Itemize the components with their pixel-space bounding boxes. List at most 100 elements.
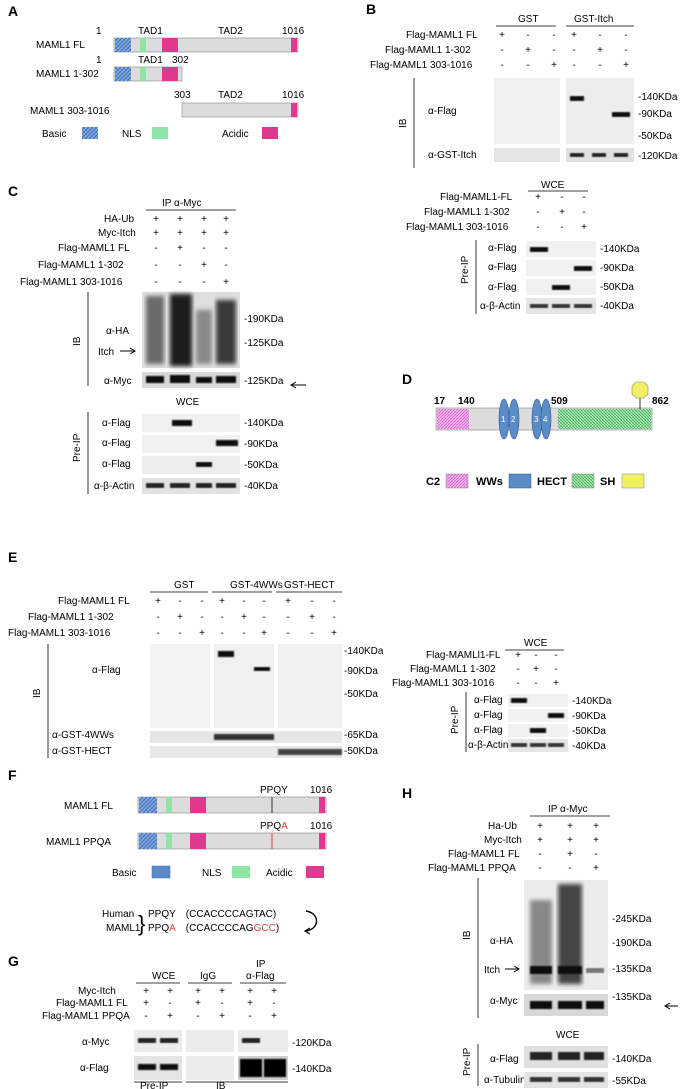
h-sign-r2-c1: + — [537, 835, 543, 846]
h-ab-itch: Itch — [484, 965, 500, 976]
c-marker-125b: -125KDa — [244, 376, 284, 387]
c-blot-myc — [142, 372, 240, 388]
b-sign-r1-c4: + — [571, 30, 577, 41]
b-sign-r3-c3: + — [551, 60, 557, 71]
b-sign-r3-c6: + — [623, 60, 629, 71]
h-smear-1 — [530, 900, 552, 984]
g-sign-r2-c5: + — [247, 998, 253, 1009]
g-band-flag-2 — [160, 1064, 178, 1070]
e-sign-r3-c4: - — [220, 628, 223, 639]
h-band-itch-1 — [530, 966, 552, 974]
panel-e-letter: E — [8, 549, 17, 565]
c-wce-marker-140: -140KDa — [244, 418, 284, 429]
b-row-3: Flag-MAML1 303-1016 — [370, 60, 473, 71]
h-ib-label: IB — [462, 930, 473, 940]
g-row-1: Myc-Itch — [78, 986, 116, 997]
f-seq-mut-codons-prefix: (CCACCCCAG — [186, 923, 254, 934]
b-blot-gst — [494, 78, 560, 144]
g-sign-r1-c5: + — [247, 986, 253, 997]
c-sign-r3-c2: + — [177, 243, 183, 254]
panel-f-letter: F — [8, 767, 17, 783]
e-ab-flag: α-Flag — [92, 665, 121, 676]
e-sign-r2-c4: - — [220, 612, 223, 623]
c-ab-ha: α-HA — [106, 326, 129, 337]
c-wce-band-actin-4 — [216, 483, 236, 488]
d-legend-c2: C2 — [426, 476, 440, 488]
c-sign-r5-c3: - — [202, 277, 205, 288]
b-wce-sign-r1-c1: + — [535, 192, 541, 203]
e-sign-r3-c9: + — [331, 628, 337, 639]
d-sh-octagon — [631, 381, 649, 399]
c-wce-ab-2: α-Flag — [102, 438, 131, 449]
h-ab-ha: α-HA — [490, 936, 513, 947]
b-wce-sign-r3-c2: - — [560, 222, 563, 233]
g-band-flag-1 — [138, 1064, 156, 1070]
e-wce-title: WCE — [524, 638, 548, 649]
e-row-1: Flag-MAML1 FL — [58, 596, 130, 607]
b-wce-ab-4: α-β-Actin — [480, 301, 520, 312]
a-fl-name: MAML1 FL — [36, 40, 85, 51]
b-ab-flag: α-Flag — [428, 106, 457, 117]
d-legend-wws: WWs — [476, 476, 503, 488]
b-group-gstitch: GST-Itch — [574, 14, 613, 25]
c-wce-band-303 — [216, 440, 238, 446]
c-sign-r4-c3: + — [201, 260, 207, 271]
e-sign-r1-c5: - — [242, 596, 245, 607]
h-marker-245: -245KDa — [612, 914, 652, 925]
c-band-myc-2 — [170, 375, 190, 383]
c-row-4: Flag-MAML1 1-302 — [38, 260, 124, 271]
d-ww-4 — [540, 398, 552, 440]
e-group-gst: GST — [174, 580, 195, 591]
f-fl-bar — [137, 796, 327, 814]
a-fl-acidic — [162, 38, 178, 52]
b-wce-marker-140: -140KDa — [600, 244, 640, 255]
a-fl-bar — [113, 37, 299, 53]
panel-c-letter: C — [8, 183, 18, 199]
b-wce-band-actin-2 — [552, 304, 570, 308]
d-pos-17: 17 — [434, 396, 446, 407]
g-sign-r1-c3: + — [195, 986, 201, 997]
b-wce-sign-r2-c1: - — [536, 207, 539, 218]
b-band-303 — [612, 112, 630, 117]
b-wce-row-3: Flag-MAML1 303-1016 — [406, 222, 509, 233]
e-wce-marker-40: -40KDa — [572, 741, 606, 752]
c-smear-1 — [146, 296, 164, 364]
b-blot-gstitch — [566, 78, 634, 144]
e-wce-band-actin-2 — [530, 743, 546, 747]
b-wce-marker-90: -90KDa — [600, 263, 634, 274]
h-wce-marker-55: -55KDa — [612, 1076, 646, 1087]
c-sign-r2-c1: + — [153, 228, 159, 239]
h-sign-r2-c2: + — [567, 835, 573, 846]
d-legend-sh: SH — [600, 476, 615, 488]
h-wce-band-flag-3 — [584, 1052, 604, 1060]
b-wce-ab-2: α-Flag — [488, 262, 517, 273]
h-row-4: Flag-MAML1 PPQA — [428, 863, 516, 874]
a-fl-end: 1016 — [282, 26, 305, 37]
f-fl-nls — [166, 797, 172, 813]
e-sign-r1-c4: + — [219, 596, 225, 607]
panel-f: F PPQY 1016 MAML1 FL PPQA 1016 MAML1 PPQ… — [8, 767, 333, 936]
b-wce-ab-3: α-Flag — [488, 282, 517, 293]
f-ppqa-motif: PPQA — [260, 821, 288, 832]
panel-h: H IP α-Myc Ha-Ub Myc-Itch Flag-MAML1 FL … — [402, 785, 678, 1088]
e-band-4wws — [214, 734, 274, 740]
g-bottom-ib: IB — [216, 1081, 226, 1089]
b-marker-120: -120KDa — [638, 151, 678, 162]
f-seq-wt-codons: (CCACCCCAGTAC) — [186, 909, 276, 920]
c-itch-arrow — [120, 347, 136, 355]
e-sign-r3-c6: + — [261, 628, 267, 639]
e-sign-r2-c6: - — [262, 612, 265, 623]
d-legend-wws-swatch — [508, 473, 532, 489]
a-1302-basic — [115, 67, 131, 81]
panel-c: C IP α-Myc HA-Ub Myc-Itch Flag-MAML1 FL … — [8, 183, 306, 494]
c-wce-title: WCE — [176, 397, 200, 408]
c-sign-r2-c4: + — [223, 228, 229, 239]
c-wce-band-actin-1 — [146, 483, 164, 488]
b-sign-r3-c2: - — [526, 60, 529, 71]
e-wce-row-2: Flag-MAML1 1-302 — [410, 664, 496, 675]
g-group-flag: α-Flag — [246, 971, 275, 982]
b-sign-r2-c3: - — [552, 45, 555, 56]
a-fl-nls — [140, 38, 146, 52]
c-wce-band-fl — [172, 420, 192, 426]
panel-b-letter: B — [366, 1, 376, 17]
